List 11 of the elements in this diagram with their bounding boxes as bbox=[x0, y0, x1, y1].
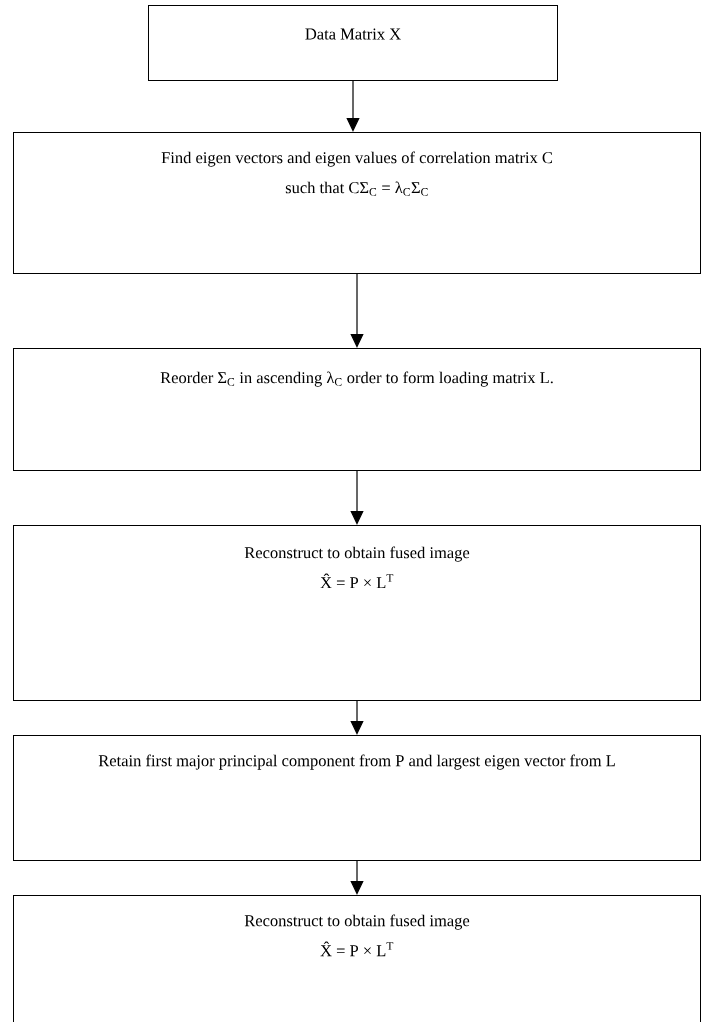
arrow bbox=[350, 470, 364, 525]
arrow bbox=[350, 860, 364, 895]
arrow bbox=[346, 80, 360, 132]
arrow bbox=[350, 700, 364, 735]
process-box: Find eigen vectors and eigen values of correlation matrix C such that CΣ$_{C}$ = λ$_{C}$Σ$_{C}$ bbox=[13, 132, 701, 274]
process-box: Reorder Σ$_{C}$ in ascending λ$_{C}$ order to form loading matrix L. bbox=[13, 348, 701, 471]
process-box: Retain first major principal component from P and largest eigen vector from L bbox=[13, 735, 701, 861]
process-box: Reconstruct to obtain fused image X̂ = P × L$^{T}$ bbox=[13, 895, 701, 1022]
process-box: Reconstruct to obtain fused image X̂ = P × L$^{T}$ bbox=[13, 525, 701, 701]
process-box: Data Matrix X bbox=[148, 5, 558, 81]
arrow bbox=[350, 273, 364, 348]
